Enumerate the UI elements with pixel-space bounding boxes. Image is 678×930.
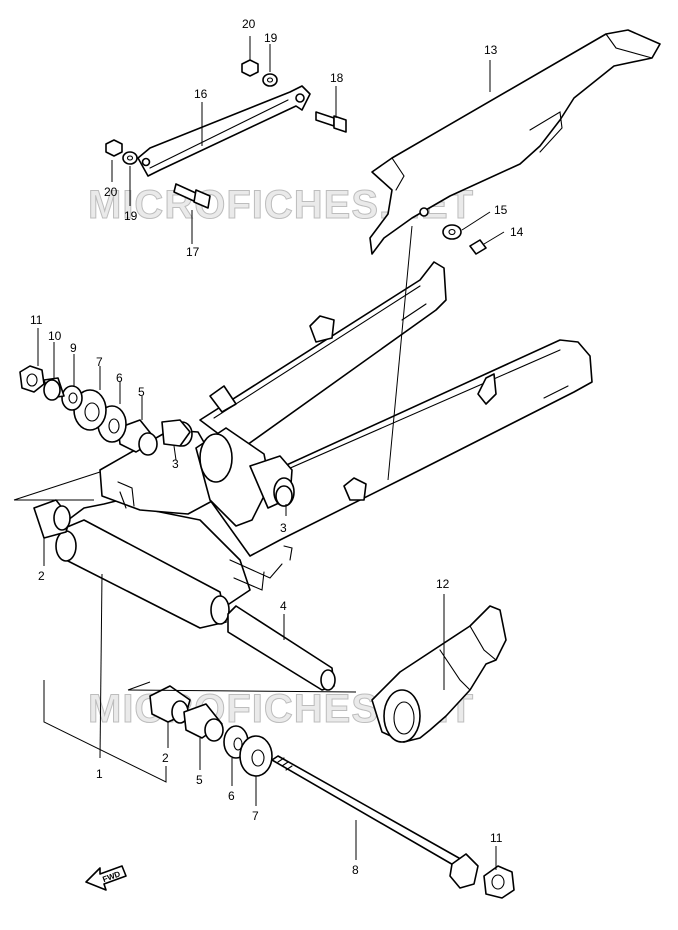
bearing-3-lower[interactable] bbox=[275, 485, 293, 507]
chain-guide[interactable] bbox=[371, 605, 507, 743]
spacer-5-top[interactable] bbox=[117, 419, 158, 456]
callout-5-bottom: 5 bbox=[196, 773, 203, 787]
pivot-shaft[interactable] bbox=[271, 755, 479, 889]
guide-lines bbox=[13, 225, 413, 783]
callout-20-left: 20 bbox=[104, 185, 118, 199]
chain-case-bracket[interactable] bbox=[137, 85, 311, 177]
callout-7-top: 7 bbox=[96, 355, 103, 369]
callout-1: 1 bbox=[96, 767, 103, 781]
washer-19-top[interactable] bbox=[262, 73, 278, 87]
spacer-10[interactable] bbox=[43, 377, 65, 401]
callout-2-bottom: 2 bbox=[162, 751, 169, 765]
callout-19-left: 19 bbox=[124, 209, 138, 223]
spacer-5-bottom[interactable] bbox=[183, 703, 224, 742]
callout-12: 12 bbox=[436, 577, 450, 591]
nut-11-bottom[interactable] bbox=[483, 865, 515, 899]
callout-7-bottom: 7 bbox=[252, 809, 259, 823]
callout-16: 16 bbox=[194, 87, 208, 101]
callout-14: 14 bbox=[510, 225, 524, 239]
callout-3-a: 3 bbox=[172, 457, 179, 471]
callout-5-top: 5 bbox=[138, 385, 145, 399]
swingarm[interactable] bbox=[55, 261, 593, 629]
callout-20-top: 20 bbox=[242, 17, 256, 31]
fwd-arrow-icon: FWD bbox=[85, 865, 127, 891]
nut-20-left[interactable] bbox=[105, 139, 123, 157]
callout-11-bottom: 11 bbox=[490, 831, 503, 845]
bushing-2-top[interactable] bbox=[33, 499, 71, 539]
seal-7-bottom[interactable] bbox=[239, 735, 273, 777]
washer-9[interactable] bbox=[61, 385, 83, 411]
callout-2-top: 2 bbox=[38, 569, 45, 583]
leader-lines bbox=[37, 36, 505, 870]
callout-17: 17 bbox=[186, 245, 200, 259]
callout-3-b: 3 bbox=[280, 521, 287, 535]
bolt-14[interactable] bbox=[469, 239, 487, 255]
callout-labels: 20 19 18 16 13 20 19 17 15 14 11 10 9 7 … bbox=[30, 17, 524, 877]
washer-15[interactable] bbox=[442, 224, 462, 240]
callout-11-top: 11 bbox=[30, 313, 43, 327]
washer-19-left[interactable] bbox=[122, 151, 138, 165]
callout-19-top: 19 bbox=[264, 31, 278, 45]
callout-10: 10 bbox=[48, 329, 62, 343]
chain-case[interactable] bbox=[369, 29, 661, 255]
nut-11-top[interactable] bbox=[19, 365, 45, 393]
callout-4: 4 bbox=[280, 599, 287, 613]
nut-20-top[interactable] bbox=[241, 59, 259, 77]
callout-9: 9 bbox=[70, 341, 77, 355]
pivot-tube[interactable] bbox=[227, 605, 336, 691]
bolt-17[interactable] bbox=[173, 183, 211, 209]
callout-6-top: 6 bbox=[116, 371, 123, 385]
bolt-18[interactable] bbox=[315, 111, 347, 133]
callout-15: 15 bbox=[494, 203, 508, 217]
bearing-3-upper[interactable] bbox=[161, 419, 193, 447]
callout-8: 8 bbox=[352, 863, 359, 877]
callout-13: 13 bbox=[484, 43, 498, 57]
callout-18: 18 bbox=[330, 71, 344, 85]
callout-6-bottom: 6 bbox=[228, 789, 235, 803]
